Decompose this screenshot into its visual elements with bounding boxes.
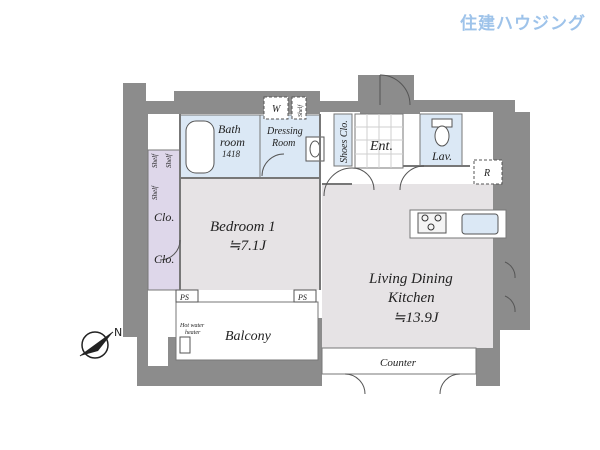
interior-walls (179, 114, 470, 290)
shoes-closet (333, 113, 353, 167)
outer-wall (123, 75, 530, 386)
ps-box-right (293, 289, 317, 303)
svg-text:≒7.1J: ≒7.1J (228, 238, 267, 254)
svg-text:Dressing: Dressing (266, 126, 303, 137)
ps-left-label: PS (179, 293, 189, 302)
svg-text:Clo.: Clo. (154, 252, 174, 266)
svg-text:≒13.9J: ≒13.9J (393, 310, 440, 326)
kitchen-counter (409, 209, 507, 239)
lavatory-label: Lav. (431, 149, 452, 163)
fridge-space (473, 159, 503, 185)
toilet (431, 118, 453, 147)
svg-text:Clo.: Clo. (154, 210, 174, 224)
svg-text:Shelf: Shelf (151, 185, 159, 200)
counter-area (321, 347, 477, 375)
fridge-label: R (483, 168, 490, 179)
dressing-label: W Dressing Room Shelf (266, 104, 304, 149)
dressing-shelf-box (291, 96, 307, 120)
entrance-floor (354, 113, 404, 169)
compass-icon: N (79, 326, 122, 359)
svg-text:Bedroom 1: Bedroom 1 (210, 219, 276, 235)
svg-text:Shelf: Shelf (151, 153, 159, 168)
washer-space (263, 96, 289, 120)
bath-label: Bath room 1418 (218, 122, 245, 159)
svg-text:Bath: Bath (218, 122, 241, 136)
balcony-area (175, 301, 319, 361)
door-swings (159, 74, 516, 395)
ps-box-left (175, 289, 199, 303)
svg-text:Room: Room (271, 138, 295, 149)
svg-text:Shelf: Shelf (165, 153, 173, 168)
svg-text:W: W (272, 104, 282, 115)
compass-north-label: N (114, 326, 122, 339)
washbasin-bowl (309, 140, 321, 158)
svg-text:Hot water: Hot water (179, 323, 205, 329)
svg-text:Living Dining: Living Dining (368, 271, 453, 287)
shoes-closet-label: Shoes Clo. (339, 120, 350, 163)
svg-text:room: room (220, 135, 245, 149)
counter-label: Counter (380, 357, 417, 369)
entrance-label: Ent. (369, 139, 393, 154)
bedroom-label: Bedroom 1 ≒7.1J (210, 219, 276, 254)
brand-logo: 住建ハウジング (460, 14, 586, 34)
svg-text:1418: 1418 (222, 149, 241, 159)
balcony-label: Hot water heater Balcony (179, 323, 272, 344)
svg-text:Shelf: Shelf (297, 104, 304, 117)
svg-text:Balcony: Balcony (225, 329, 272, 344)
bathtub (185, 120, 215, 174)
ldk-label: Living Dining Kitchen ≒13.9J (368, 271, 453, 326)
closet-labels: Shelf Shelf Shelf Clo. Clo. (151, 153, 174, 266)
svg-text:Kitchen: Kitchen (387, 290, 435, 306)
svg-text:heater: heater (185, 330, 201, 336)
bedroom-floor (180, 178, 320, 290)
ps-right-label: PS (297, 293, 307, 302)
water-heater (179, 336, 191, 354)
